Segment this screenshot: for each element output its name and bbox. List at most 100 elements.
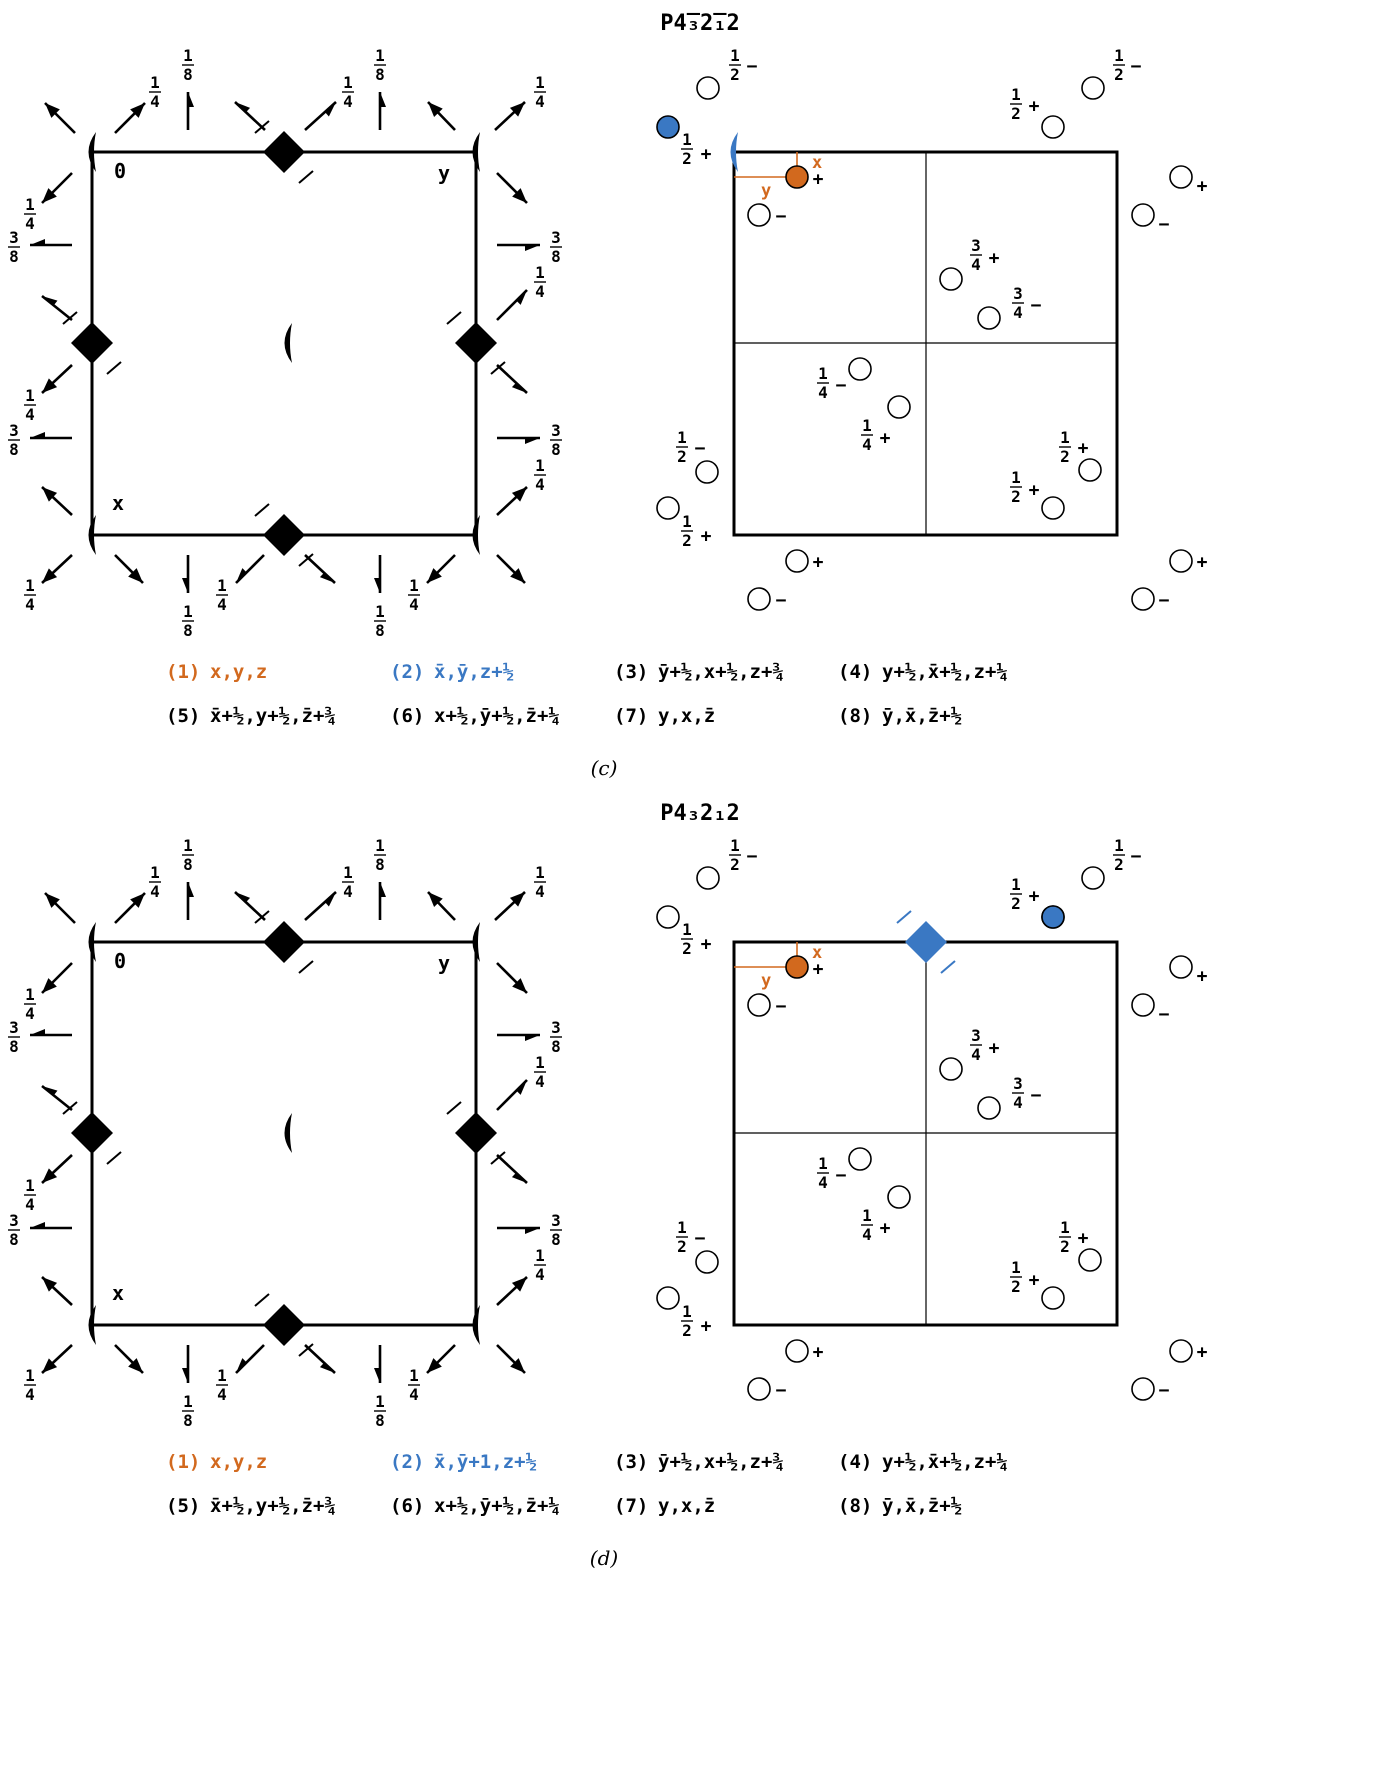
position-height: 12 — [1010, 468, 1022, 506]
equivalent-position-circle — [977, 1096, 1001, 1120]
position-number: (7) — [614, 705, 648, 727]
diad-lens — [284, 1113, 292, 1153]
fraction-num: 1 — [535, 863, 545, 882]
position-expression: y,x,z̄ — [658, 1495, 715, 1517]
position-sign: + — [1078, 438, 1089, 459]
fraction: 18 — [374, 1392, 386, 1430]
equivalent-position-circle — [747, 1377, 771, 1401]
diad-lens — [88, 1305, 96, 1345]
arrow-head — [428, 102, 443, 117]
fraction-num: 1 — [677, 428, 687, 447]
fraction-den: 2 — [682, 149, 692, 168]
position-sign: − — [836, 375, 847, 396]
fraction: 18 — [374, 836, 386, 874]
fraction-num: 3 — [551, 1211, 561, 1230]
tetrad-square — [263, 514, 305, 556]
screw-axis-arrow — [41, 486, 73, 516]
arrow-head — [45, 103, 60, 118]
tetrad-square — [263, 1304, 305, 1346]
x-offset-label: x — [812, 153, 822, 173]
fraction: 14 — [534, 863, 546, 901]
fraction: 14 — [342, 73, 354, 111]
arrow-head — [188, 882, 194, 897]
screw-axis-arrow — [497, 1226, 540, 1234]
arrow-head — [42, 378, 58, 393]
arrow-head — [516, 290, 527, 305]
position-expression: x̄,ȳ,z+½ — [434, 661, 514, 683]
screw-axis-arrow — [41, 1276, 73, 1306]
position-sign: + — [1197, 176, 1208, 197]
fraction-den: 4 — [818, 383, 828, 402]
arrow-head — [319, 1362, 335, 1373]
tetrad-flag — [106, 1151, 122, 1165]
arrow-head — [511, 1172, 527, 1183]
fraction-den: 8 — [9, 1230, 19, 1249]
screw-axis-arrow — [41, 1344, 73, 1374]
fourfold-screw-symbol — [254, 1293, 314, 1357]
fraction-den: 8 — [551, 440, 561, 459]
fraction-den: 8 — [375, 855, 385, 874]
fraction: 14 — [534, 263, 546, 301]
fraction-den: 4 — [409, 1385, 419, 1404]
fraction-num: 1 — [1060, 428, 1070, 447]
position-sign: + — [1029, 1270, 1040, 1291]
arrow-head — [182, 1368, 188, 1383]
position-sign: + — [1078, 1228, 1089, 1249]
fraction-num: 1 — [217, 1366, 227, 1385]
fraction-den: 2 — [1060, 447, 1070, 466]
position-expression: ȳ+½,x+½,z+¾ — [658, 661, 784, 683]
arrow-head — [509, 892, 525, 907]
equivalent-position-circle — [939, 267, 963, 291]
diad-lens — [88, 922, 96, 962]
screw-axis-arrow — [427, 891, 456, 921]
position-sign: − — [695, 438, 706, 459]
position-expression: ȳ,x̄,z̄+½ — [882, 1495, 962, 1517]
tetrad-square — [263, 921, 305, 963]
arrow-head — [236, 1358, 247, 1373]
fraction-den: 8 — [9, 440, 19, 459]
arrow-head — [319, 572, 335, 583]
position-sign: − — [776, 590, 787, 611]
position-sign: − — [1031, 295, 1042, 316]
fraction: 14 — [408, 576, 420, 614]
fraction-num: 1 — [25, 386, 35, 405]
arrow-head — [512, 978, 527, 993]
fraction: 18 — [182, 602, 194, 640]
fraction-den: 4 — [535, 475, 545, 494]
fraction: 14 — [149, 73, 161, 111]
tetrad-flag — [446, 1101, 462, 1115]
equivalent-position-circle — [1078, 1248, 1102, 1272]
position-height: 14 — [861, 1206, 873, 1244]
arrow-head — [30, 432, 45, 438]
position-number: (4) — [838, 1451, 872, 1473]
fraction-num: 1 — [375, 602, 385, 621]
position-sign: + — [701, 144, 712, 165]
fraction: 14 — [149, 863, 161, 901]
screw-axis-arrow — [496, 962, 528, 994]
position-sign: + — [1197, 552, 1208, 573]
position-height: 12 — [676, 428, 688, 466]
fraction-num: 1 — [818, 364, 828, 383]
equivalent-position-circle — [939, 1057, 963, 1081]
arrow-head — [525, 438, 540, 444]
position-height: 12 — [1113, 46, 1125, 84]
position-height: 12 — [1059, 1218, 1071, 1256]
equivalent-position-circle — [656, 496, 680, 520]
position-expression: x,y,z — [210, 661, 267, 683]
fraction-num: 1 — [535, 263, 545, 282]
arrow-head — [512, 188, 527, 203]
screw-axis-arrow — [41, 1084, 73, 1112]
fraction: 14 — [216, 576, 228, 614]
position-sign: − — [747, 846, 758, 867]
position-expression: y,x,z̄ — [658, 705, 715, 727]
equivalent-position-circle — [1131, 1377, 1155, 1401]
unit-cell-outline — [90, 150, 478, 537]
arrow-head — [128, 568, 143, 583]
arrow-head — [324, 892, 336, 907]
position-height: 34 — [1012, 1074, 1024, 1112]
fraction-num: 1 — [862, 416, 872, 435]
arrow-head — [42, 1168, 58, 1183]
arrow-shaft — [234, 891, 266, 921]
